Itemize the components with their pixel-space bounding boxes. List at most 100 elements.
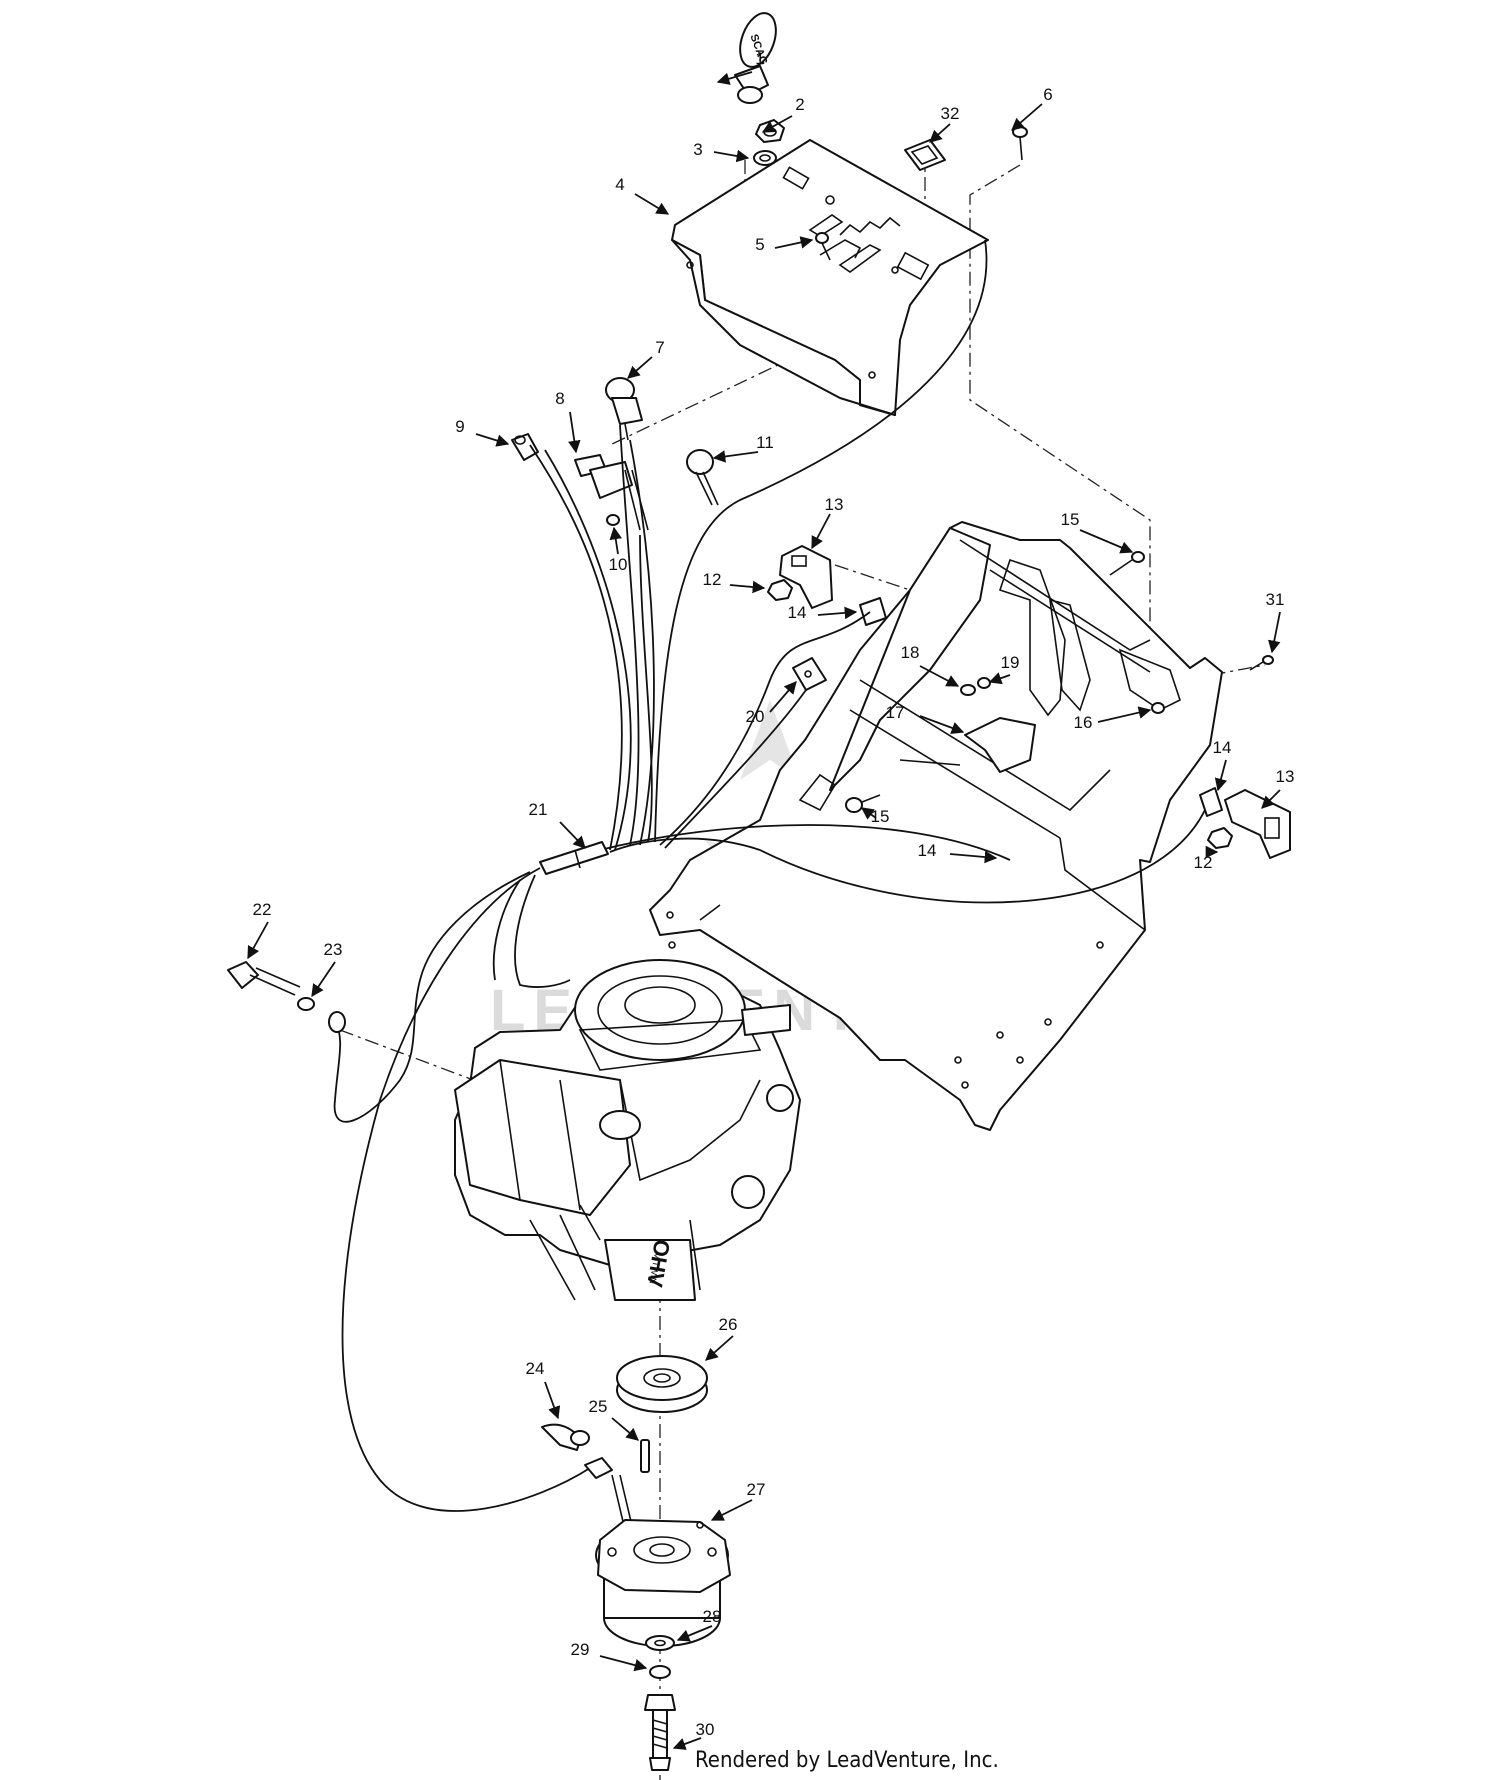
callout-arrow: [761, 115, 793, 133]
callout-number: 8: [555, 389, 564, 408]
callout-arrow: [1079, 529, 1134, 554]
callout-c24: 24: [526, 1359, 561, 1420]
callout-number: 7: [655, 338, 664, 357]
callout-number: 21: [529, 800, 548, 819]
callout-c14c: 14: [918, 841, 998, 864]
ground-terminal: [328, 1011, 346, 1033]
callout-c14a: 14: [788, 603, 858, 622]
callout-c7: 7: [627, 338, 665, 379]
callout-arrow: [949, 850, 998, 864]
callout-arrow: [929, 123, 951, 143]
callout-number: 20: [746, 707, 765, 726]
nut-19: [977, 677, 991, 689]
carriage-screw: [1012, 126, 1028, 161]
callout-arrow: [1214, 759, 1228, 792]
callout-arrow: [729, 580, 766, 594]
control-panel-plate: [671, 139, 989, 416]
callout-c31: 31: [1266, 590, 1285, 654]
callout-c12a: 12: [703, 570, 766, 594]
callout-c13b: 13: [1261, 767, 1295, 809]
callout-c32: 32: [929, 104, 960, 143]
callout-c16: 16: [1074, 706, 1152, 732]
callout-c30: 30: [672, 1720, 714, 1750]
callout-arrow: [672, 1737, 702, 1750]
callout-arrow: [769, 681, 797, 713]
callout-arrow: [475, 433, 510, 447]
shaft-key: [640, 1439, 650, 1473]
render-credit: Rendered by LeadVenture, Inc.: [695, 1748, 999, 1773]
callout-arrow: [609, 526, 622, 555]
callout-arrow: [1261, 789, 1281, 809]
pto-clutch: [595, 1474, 731, 1647]
callout-arrow: [817, 606, 858, 620]
callout-c23: 23: [311, 940, 342, 998]
main-frame: [649, 521, 1223, 1131]
safety-switch-1: [859, 597, 887, 626]
callout-arrow: [311, 961, 336, 998]
pto-switch: [605, 377, 643, 441]
connector-plug: [511, 433, 539, 461]
clutch-bolt: [644, 1694, 676, 1771]
callout-arrow: [599, 1655, 648, 1672]
star-washer: [297, 997, 315, 1011]
callout-number: 31: [1266, 590, 1285, 609]
switch-bracket-right: [1224, 789, 1291, 859]
callout-number: 10: [609, 555, 628, 574]
callout-number: 14: [1213, 738, 1232, 757]
callout-arrow: [611, 1417, 639, 1441]
washer-18: [960, 684, 976, 696]
callout-number: 15: [1061, 510, 1080, 529]
callout-number: 24: [526, 1359, 545, 1378]
callout-c8: 8: [555, 389, 581, 454]
callout-c19: 19: [988, 653, 1020, 685]
callout-arrow: [1268, 611, 1281, 654]
callout-number: 19: [1001, 653, 1020, 672]
clutch-washer: [645, 1635, 675, 1651]
callout-c17: 17: [886, 703, 965, 734]
mount-bracket-17: [964, 717, 1036, 773]
callout-c13a: 13: [811, 495, 844, 550]
callout-arrow: [988, 672, 1011, 685]
callout-c6: 6: [1011, 85, 1053, 131]
callout-c14b: 14: [1213, 738, 1232, 792]
callout-number: 13: [1276, 767, 1295, 786]
callout-arrow: [811, 513, 831, 550]
callout-c21: 21: [529, 800, 586, 849]
ignition-washer: [753, 150, 777, 166]
callout-arrow: [705, 1335, 734, 1361]
callout-c3: 3: [693, 140, 750, 163]
callout-number: 16: [1074, 713, 1093, 732]
callout-number: 14: [918, 841, 937, 860]
callout-c20: 20: [746, 681, 797, 726]
callout-number: 32: [941, 104, 960, 123]
frame-bolt-lower: [845, 794, 881, 813]
wire-harness: [333, 239, 1206, 1512]
relay: [792, 657, 827, 691]
frame-bolt-top: [1109, 551, 1145, 576]
callout-arrow: [559, 821, 586, 849]
callout-arrow: [1097, 706, 1152, 723]
callout-number: 3: [693, 140, 702, 159]
callout-arrow: [544, 1381, 561, 1420]
callout-arrow: [713, 149, 750, 163]
callout-arrow: [860, 807, 877, 820]
callout-number: 5: [755, 235, 764, 254]
callout-number: 22: [253, 900, 272, 919]
callout-arrow: [634, 193, 670, 215]
callout-number: 27: [747, 1480, 766, 1499]
callout-arrow: [627, 356, 653, 379]
callout-arrow: [676, 1625, 713, 1642]
callout-number: 11: [756, 433, 774, 452]
callout-c5: 5: [755, 235, 814, 254]
callout-c11: 11: [712, 433, 774, 463]
callout-arrow: [568, 411, 581, 454]
callout-arrow: [710, 1499, 753, 1521]
clutch-connector: [541, 1423, 613, 1479]
clutch-lock-washer: [649, 1665, 671, 1679]
callout-number: 17: [886, 703, 905, 722]
ignition-key: SCAG: [734, 12, 777, 104]
callout-arrow: [1011, 103, 1043, 131]
callout-number: 6: [1043, 85, 1052, 104]
callout-number: 13: [825, 495, 844, 514]
callout-c10: 10: [609, 526, 628, 574]
